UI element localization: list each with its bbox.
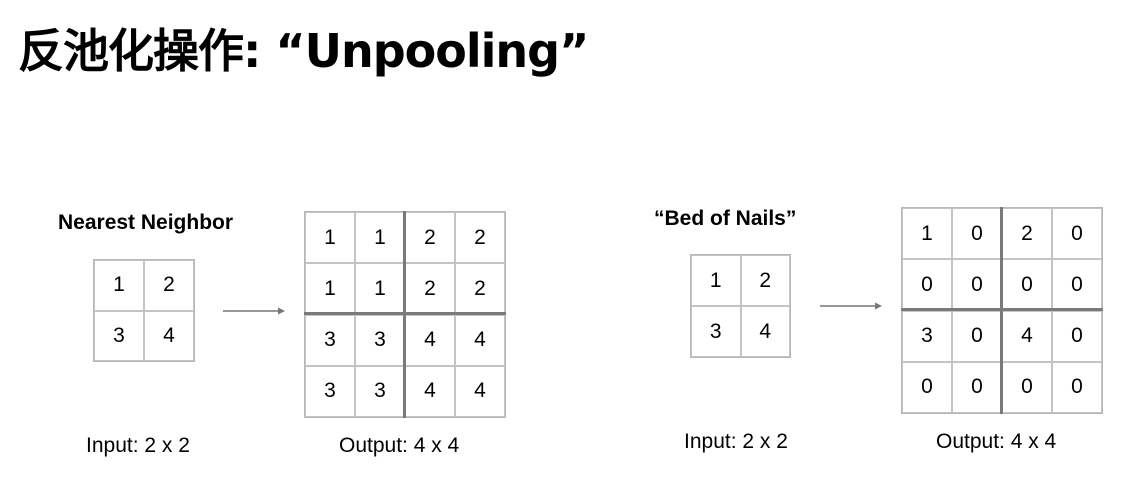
grid-cell: 2 (405, 263, 455, 315)
grid-cell: 2 (1002, 208, 1052, 260)
nn-input-caption: Input: 2 x 2 (86, 434, 190, 457)
grid-cell: 4 (405, 365, 455, 417)
bon-input-grid: 1 2 3 4 (690, 254, 791, 358)
grid-cell: 1 (902, 208, 952, 260)
nn-horizontal-divider (304, 312, 506, 315)
grid-cell: 0 (1002, 259, 1052, 311)
grid-cell: 4 (740, 306, 790, 357)
bed-of-nails-label: “Bed of Nails” (654, 207, 797, 230)
grid-cell: 0 (902, 259, 952, 311)
grid-cell: 3 (305, 314, 355, 366)
nn-arrow-icon (223, 307, 285, 315)
grid-cell: 0 (1052, 310, 1102, 362)
grid-cell: 0 (1002, 361, 1052, 413)
grid-cell: 0 (902, 361, 952, 413)
slide-title: 反池化操作: “Unpooling” (18, 24, 589, 78)
grid-cell: 1 (305, 212, 355, 264)
grid-cell: 4 (1002, 310, 1052, 362)
grid-cell: 1 (305, 263, 355, 315)
bon-arrow-icon (820, 302, 882, 310)
grid-cell: 0 (952, 361, 1002, 413)
grid-cell: 0 (952, 208, 1002, 260)
grid-cell: 2 (405, 212, 455, 264)
grid-cell: 4 (144, 310, 194, 361)
grid-cell: 1 (355, 212, 405, 264)
grid-cell: 4 (455, 365, 505, 417)
bon-output-caption: Output: 4 x 4 (936, 430, 1057, 453)
nn-input-grid: 1 2 3 4 (93, 259, 195, 362)
grid-cell: 3 (355, 314, 405, 366)
grid-cell: 4 (455, 314, 505, 366)
nn-output-caption: Output: 4 x 4 (339, 434, 460, 457)
bon-horizontal-divider (901, 308, 1103, 311)
grid-cell: 3 (94, 310, 144, 361)
grid-cell: 3 (691, 306, 741, 357)
grid-cell: 0 (1052, 259, 1102, 311)
grid-cell: 0 (952, 310, 1002, 362)
grid-cell: 0 (952, 259, 1002, 311)
grid-cell: 0 (1052, 361, 1102, 413)
nearest-neighbor-label: Nearest Neighbor (58, 211, 234, 234)
grid-cell: 1 (691, 255, 741, 306)
grid-cell: 0 (1052, 208, 1102, 260)
grid-cell: 1 (94, 260, 144, 311)
grid-cell: 2 (740, 255, 790, 306)
grid-cell: 1 (355, 263, 405, 315)
grid-cell: 3 (355, 365, 405, 417)
grid-cell: 2 (455, 212, 505, 264)
grid-cell: 3 (305, 365, 355, 417)
grid-cell: 3 (902, 310, 952, 362)
grid-cell: 2 (144, 260, 194, 311)
grid-cell: 2 (455, 263, 505, 315)
grid-cell: 4 (405, 314, 455, 366)
bon-input-caption: Input: 2 x 2 (684, 430, 788, 453)
